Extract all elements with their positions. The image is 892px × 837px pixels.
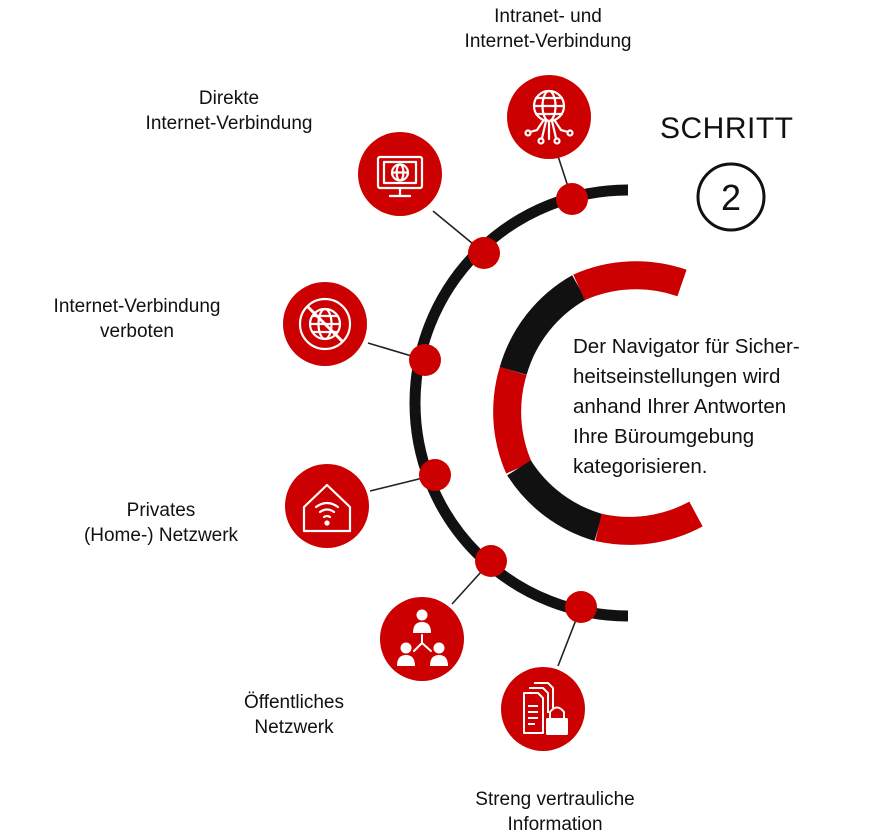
label-confidential: Streng vertrauliche Information [420, 787, 690, 837]
label-internet-forbidden: Internet-Verbindung verboten [4, 294, 270, 344]
label-line: verboten [100, 321, 174, 342]
description-text: Der Navigator für Sicher- heitseinstellu… [573, 332, 883, 482]
inner-arc-segment-black-top [499, 275, 587, 376]
label-line: Streng vertrauliche [475, 789, 635, 810]
label-line: Internet-Verbindung [464, 31, 632, 52]
home-wifi-icon [285, 464, 369, 548]
label-line: Direkte [198, 88, 260, 109]
arc-dot-forbidden [409, 344, 441, 376]
description-line: anhand Ihrer Antworten [573, 395, 787, 418]
documents-lock-icon [501, 667, 585, 751]
label-line: Netzwerk [254, 717, 334, 738]
description-line: kategorisieren. [573, 455, 708, 478]
description-line: heitseinstellungen wird [573, 365, 781, 388]
label-line: Internet-Verbindung [145, 113, 313, 134]
monitor-globe-icon [358, 132, 442, 216]
globe-network-icon [507, 75, 591, 159]
label-public-network: Öffentliches Netzwerk [194, 690, 394, 740]
step-title: SCHRITT [660, 112, 794, 145]
arc-dot-direct [468, 237, 500, 269]
label-line: Intranet- und [494, 6, 602, 27]
label-line: Information [507, 814, 603, 835]
inner-arc-segment-black-bottom [507, 460, 603, 541]
description-line: Ihre Büroumgebung [573, 425, 755, 448]
step-number: 2 [721, 177, 741, 218]
label-direct-internet: Direkte Internet-Verbindung [101, 86, 357, 136]
arc-dot-confidential [565, 591, 597, 623]
label-line: (Home-) Netzwerk [83, 525, 239, 546]
arc-dot-public [475, 545, 507, 577]
label-line: Internet-Verbindung [53, 296, 221, 317]
arc-dot-home [419, 459, 451, 491]
arc-dot-intranet [556, 183, 588, 215]
description-line: Der Navigator für Sicher- [573, 335, 800, 358]
inner-arc-segment-red-bottom [595, 501, 703, 545]
inner-arc-segment-red-middle [493, 366, 532, 474]
inner-arc-segment-red-top [573, 261, 687, 301]
label-line: Öffentliches [244, 692, 344, 713]
people-network-icon [380, 597, 464, 681]
main-arc [409, 184, 629, 622]
label-line: Privates [126, 500, 196, 521]
globe-forbidden-icon [283, 282, 367, 366]
label-home-network: Privates (Home-) Netzwerk [36, 498, 286, 548]
step-number-circle [696, 162, 766, 232]
label-intranet-internet: Intranet- und Internet-Verbindung [423, 4, 673, 54]
